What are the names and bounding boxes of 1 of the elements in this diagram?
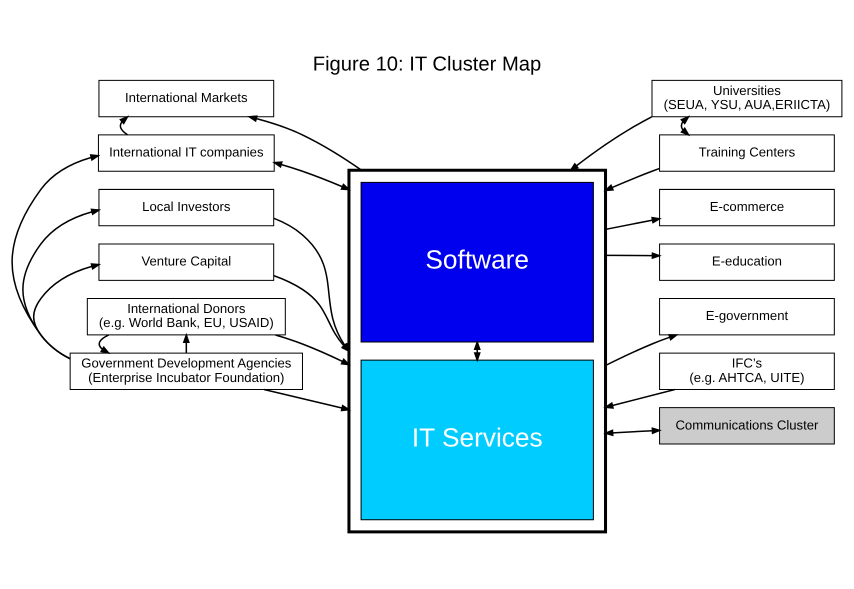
diagram-title: Figure 10: IT Cluster Map: [312, 52, 542, 75]
